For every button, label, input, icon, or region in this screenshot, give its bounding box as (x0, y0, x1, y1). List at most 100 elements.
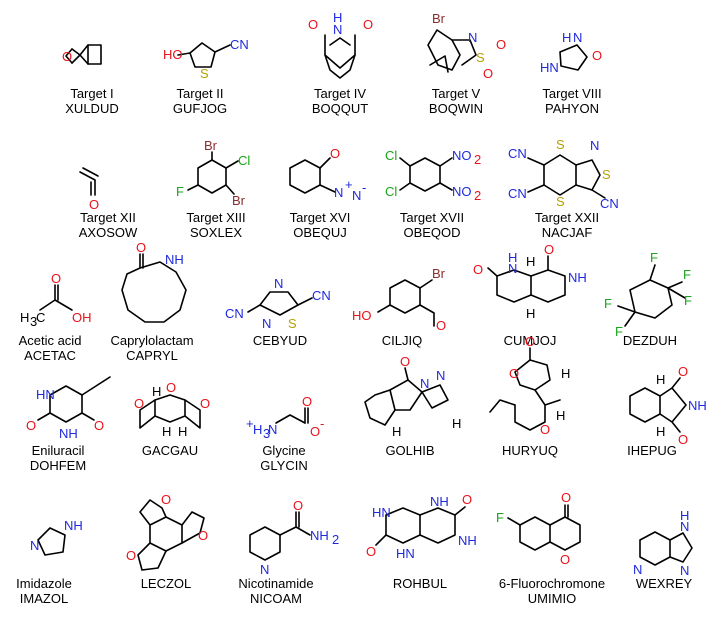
atom-nminus: N (352, 188, 361, 203)
atom-o: O (293, 498, 303, 513)
atom-o2: O (198, 528, 208, 543)
atom-h: H (392, 424, 401, 439)
caption-code: IHEPUG (627, 443, 677, 458)
atom-o3: O (540, 422, 550, 437)
atom-h2: H (556, 408, 565, 423)
molecule-obeqod: Cl Cl NO 2 NO 2 Target XVII OBEQOD (385, 148, 481, 240)
atom-h: H (656, 372, 665, 387)
atom-s2: S (556, 194, 565, 209)
atom-o: O (496, 37, 506, 52)
atom-n: N (420, 376, 429, 391)
caption-target: Target XIII (186, 210, 245, 225)
caption-code: CUMJOJ (504, 333, 557, 348)
molecule-umimio: O O F 6-Fluorochromone UMIMIO (496, 490, 605, 606)
atom-h: H (152, 384, 161, 399)
caption-target: Target XVII (400, 210, 464, 225)
atom-o: O (561, 490, 571, 505)
atom-hn: HN (36, 387, 55, 402)
caption-target: Target XVI (290, 210, 351, 225)
atom-o2: O (94, 418, 104, 433)
atom-cn: CN (225, 306, 244, 321)
caption-code: DOHFEM (30, 458, 86, 473)
atom-nh: H (562, 30, 571, 45)
atom-o: O (462, 492, 472, 507)
molecule-nicoam: O N NH 2 Nicotinamide NICOAM (238, 498, 339, 606)
atom-o: O (51, 271, 61, 286)
atom-no2-b-sub: 2 (474, 188, 481, 203)
caption-code: UMIMIO (528, 591, 576, 606)
molecule-ihepug: O O NH H H IHEPUG (627, 364, 707, 458)
atom-h2: H (452, 416, 461, 431)
caption-code: CILJIQ (382, 333, 422, 348)
atom-n: N (260, 562, 269, 577)
caption-code: OBEQUJ (293, 225, 346, 240)
caption-target: Caprylolactam (110, 333, 193, 348)
molecule-dezduh: F F F F F DEZDUH (604, 250, 692, 348)
atom-s3: S (602, 167, 611, 182)
molecule-xulduD: O Target I XULDUD (62, 44, 119, 116)
molecule-ciljiq: Br HO O CILJIQ (352, 266, 446, 348)
atom-plus: + (345, 177, 353, 192)
atom-f2: F (683, 267, 691, 282)
caption-target: Acetic acid (19, 333, 82, 348)
caption-code: ROHBUL (393, 576, 447, 591)
caption-code: OBEQOD (403, 225, 460, 240)
caption-target: Imidazole (16, 576, 72, 591)
molecule-golhib: O N N H H GOLHIB (364, 354, 461, 458)
atom-nh: NH (59, 426, 78, 441)
atom-nc: CN (508, 146, 527, 161)
atom-n2: N (436, 368, 445, 383)
atom-f: F (176, 184, 184, 199)
caption-code: NICOAM (250, 591, 302, 606)
atom-cl2: Cl (385, 184, 397, 199)
atom-hn: HN (372, 505, 391, 520)
molecule-leczol: O O O LECZOL (126, 492, 208, 591)
caption-target: Target V (432, 86, 481, 101)
atom-br: Br (432, 266, 446, 281)
atom-minus: - (362, 180, 366, 195)
atom-n: N (508, 261, 517, 276)
atom-n: N (30, 538, 39, 553)
atom-nc2: CN (508, 186, 527, 201)
atom-h2: H (526, 306, 535, 321)
caption-code: DEZDUH (623, 333, 677, 348)
atom-nh: NH (568, 270, 587, 285)
atom-o: O (62, 49, 72, 64)
caption-code: XULDUD (65, 101, 118, 116)
atom-n: N (274, 276, 283, 291)
atom-minus: - (320, 416, 324, 431)
atom-cn2: CN (312, 288, 331, 303)
caption-code: GACGAU (142, 443, 198, 458)
caption-code: WEXREY (636, 576, 693, 591)
caption-code: BOQWIN (429, 101, 483, 116)
atom-f: F (496, 510, 504, 525)
atom-nh2: NH (310, 528, 329, 543)
atom-oh: OH (72, 310, 92, 325)
atom-o: O (473, 262, 483, 277)
molecule-cebyud: N N S CN CN CEBYUD (225, 276, 331, 348)
molecule-pahyon: H N HN O Target VIII PAHYON (540, 30, 602, 116)
atom-n2: N (262, 316, 271, 331)
atom-o: O (302, 394, 312, 409)
atom-h3c-sub: 3 (30, 314, 37, 329)
caption-code: CAPRYL (126, 348, 178, 363)
atom-o2: O (678, 432, 688, 447)
molecule-axosow: O Target XII AXOSOW (79, 167, 138, 240)
caption-code: CEBYUD (253, 333, 307, 348)
atom-nh: H (333, 10, 342, 25)
caption-target: 6-Fluorochromone (499, 576, 605, 591)
atom-o3: O (200, 396, 210, 411)
atom-o: O (89, 197, 99, 212)
atom-hn2: HN (396, 546, 415, 561)
atom-o: O (436, 318, 446, 333)
atom-n: N (468, 30, 477, 45)
atom-s: S (476, 50, 485, 65)
atom-o2: O (166, 380, 176, 395)
atom-o2: O (363, 17, 373, 32)
caption-code: GUFJOG (173, 101, 227, 116)
atom-nh: NH (688, 398, 707, 413)
atom-f3: F (684, 293, 692, 308)
molecule-acetac: O H 3 C OH Acetic acid ACETAC (19, 271, 92, 363)
molecule-boqqut: O H N O Target IV BOQQUT (308, 10, 373, 116)
molecule-dohfem: HN NH O O Eniluracil DOHFEM (26, 376, 111, 473)
